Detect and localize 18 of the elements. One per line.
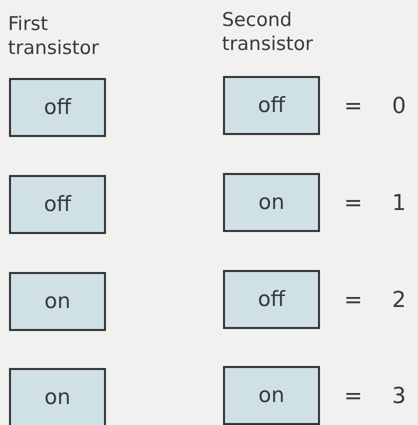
switch-state-box: on <box>223 366 320 425</box>
column-heading: First transistor <box>8 12 100 60</box>
switch-state-box: off <box>9 78 106 137</box>
equals-sign: = <box>344 93 362 121</box>
binary-value: 2 <box>392 287 406 315</box>
switch-state-box: off <box>223 270 320 329</box>
switch-state-box: off <box>223 76 320 135</box>
binary-value: 0 <box>392 93 406 121</box>
switch-state-box: on <box>9 272 106 331</box>
switch-state-box: on <box>223 173 320 232</box>
column-heading: Second transistor <box>222 8 314 56</box>
binary-value: 1 <box>392 190 406 218</box>
equals-sign: = <box>344 287 362 315</box>
equals-sign: = <box>344 190 362 218</box>
switch-state-box: on <box>9 368 106 425</box>
binary-value: 3 <box>392 383 406 411</box>
switch-state-box: off <box>9 175 106 234</box>
equals-sign: = <box>344 383 362 411</box>
